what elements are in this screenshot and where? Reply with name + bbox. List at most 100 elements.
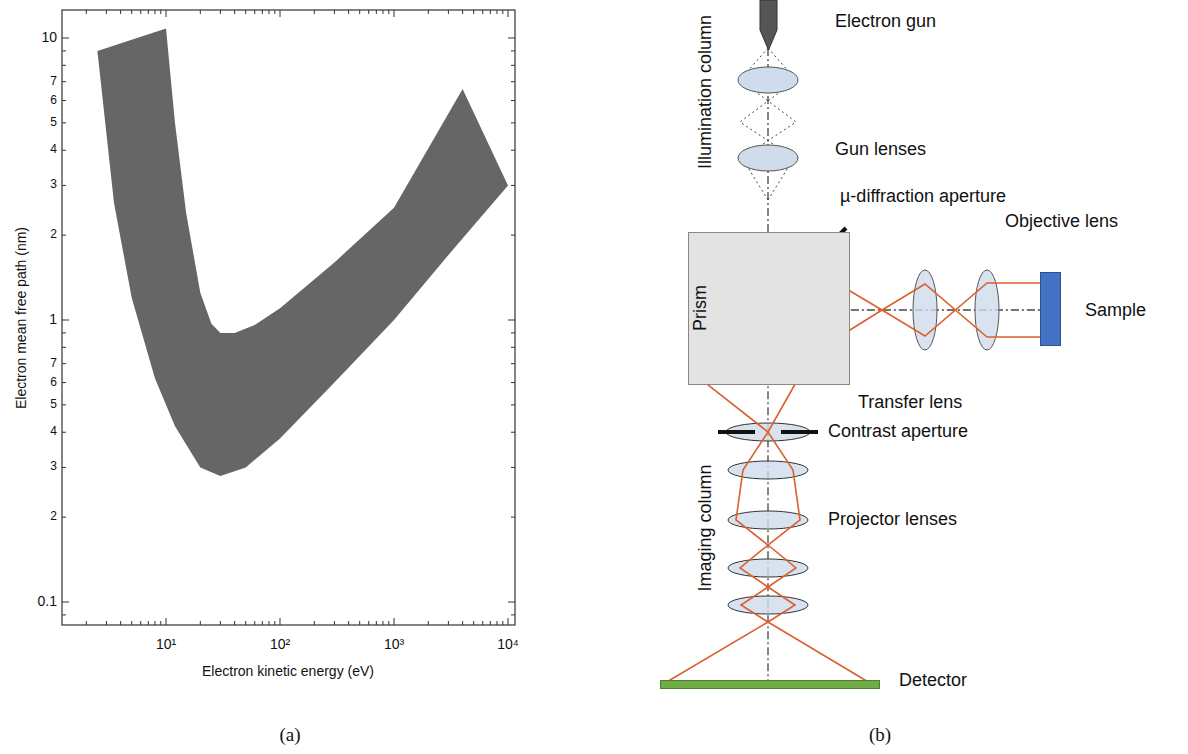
tick-mark (388, 10, 389, 14)
tick-mark (508, 320, 515, 321)
tick-mark (462, 10, 463, 14)
part-label: Illumination column (696, 15, 716, 169)
tick-mark (262, 10, 263, 14)
tick-mark (280, 618, 281, 625)
tick-mark (62, 517, 66, 518)
tick-label: 6 (50, 376, 57, 389)
tick-mark (511, 332, 515, 333)
tick-label: 3 (50, 461, 57, 474)
tick-mark (376, 621, 377, 625)
tick-mark (62, 347, 66, 348)
tick-mark (511, 382, 515, 383)
tick-mark (511, 235, 515, 236)
electron-gun (760, 0, 777, 50)
tick-mark (160, 621, 161, 625)
transfer-lens (913, 270, 937, 350)
sample-block: Sample (1040, 272, 1061, 346)
tick-mark (502, 10, 503, 14)
tick-label: 7 (50, 75, 57, 88)
tick-label: 4 (50, 426, 57, 439)
tick-mark (462, 621, 463, 625)
tick-mark (220, 10, 221, 14)
tick-label: 7 (50, 357, 57, 370)
tick-mark (508, 10, 509, 17)
tick-mark (511, 614, 515, 615)
tick-mark (511, 517, 515, 518)
panel-caption: (b) (869, 725, 891, 746)
tick-label: 5 (50, 116, 57, 129)
axis-title: Electron kinetic energy (eV) (202, 664, 374, 679)
tick-mark (394, 10, 395, 17)
tick-mark (490, 10, 491, 14)
tick-mark (368, 621, 369, 625)
tick-mark (511, 432, 515, 433)
objective-lens (975, 270, 999, 350)
contrast-aperture (718, 430, 818, 434)
tick-mark (220, 621, 221, 625)
tick-mark (86, 621, 87, 625)
tick-mark (314, 10, 315, 14)
tick-mark (448, 10, 449, 14)
tick-mark (245, 621, 246, 625)
tick-mark (62, 614, 66, 615)
tick-mark (62, 432, 66, 433)
part-label: Projector lenses (828, 510, 957, 530)
detector-bar: Detector (660, 680, 880, 689)
projector-lens (728, 559, 808, 577)
tick-mark (106, 10, 107, 14)
tick-mark (502, 621, 503, 625)
tick-mark (154, 10, 155, 14)
tick-label: 10² (270, 637, 290, 652)
tick-mark (62, 81, 66, 82)
tick-mark (428, 621, 429, 625)
tick-mark (86, 10, 87, 14)
tick-mark (154, 621, 155, 625)
tick-mark (496, 621, 497, 625)
part-label: Gun lenses (835, 140, 926, 160)
tick-mark (160, 10, 161, 14)
node-label: Detector (899, 671, 967, 691)
lens (726, 423, 810, 441)
tick-mark (359, 10, 360, 14)
tick-mark (511, 363, 515, 364)
tick-mark (62, 320, 69, 321)
projector-lens (728, 596, 808, 614)
tick-mark (473, 621, 474, 625)
tick-mark (511, 404, 515, 405)
tick-mark (394, 618, 395, 625)
tick-mark (359, 621, 360, 625)
tick-mark (140, 621, 141, 625)
node-label: Sample (1085, 301, 1146, 321)
tick-mark (314, 621, 315, 625)
part-label: Objective lens (1005, 212, 1118, 232)
tick-mark (508, 602, 515, 603)
tick-mark (511, 347, 515, 348)
prism-box: Prism (688, 232, 850, 385)
tick-mark (62, 150, 66, 151)
tick-label: 2 (50, 229, 57, 242)
tick-mark (334, 10, 335, 14)
tick-mark (120, 10, 121, 14)
gun-lens (738, 67, 798, 93)
panel-caption: (a) (279, 725, 300, 746)
tick-mark (62, 50, 66, 51)
axis-ticks (62, 10, 515, 625)
tick-mark (166, 618, 167, 625)
tick-mark (62, 65, 66, 66)
tick-mark (131, 621, 132, 625)
tick-mark (120, 621, 121, 625)
tick-mark (62, 235, 66, 236)
tick-mark (200, 621, 201, 625)
tick-mark (348, 10, 349, 14)
part-label: µ-diffraction aperture (840, 187, 1006, 207)
plot-frame (62, 10, 515, 625)
tick-mark (428, 10, 429, 14)
tick-mark (490, 621, 491, 625)
tick-mark (148, 10, 149, 14)
tick-mark (62, 382, 66, 383)
tick-mark (334, 621, 335, 625)
node-label: Prism (691, 285, 711, 331)
part-label: Imaging column (696, 464, 716, 591)
